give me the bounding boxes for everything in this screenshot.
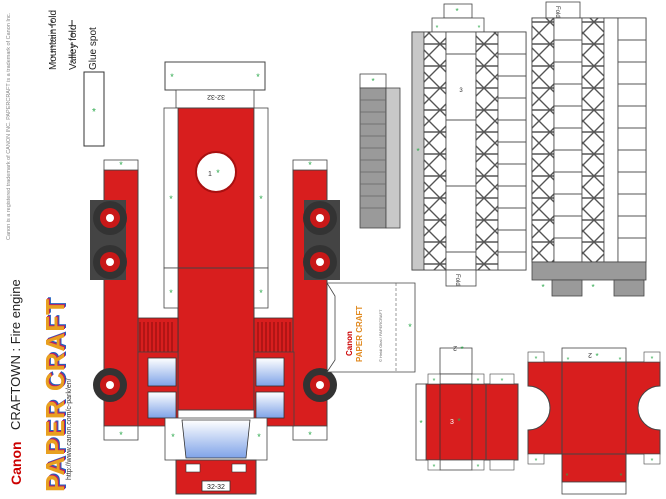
ladder-net-1: Fold * * * * 3 (411, 3, 527, 287)
legend-glue-mark: * (92, 107, 96, 118)
glue-mark: * (541, 283, 544, 292)
sticker-canon: Canon (345, 331, 354, 356)
sticker-papercraft: PAPER CRAFT (355, 306, 364, 362)
glue-mark: * (433, 464, 436, 471)
glue-mark: * (119, 160, 123, 170)
fold-label: Fold (454, 274, 460, 286)
glue-mark: * (535, 356, 538, 363)
glue-mark: * (419, 419, 422, 428)
glue-mark: * (535, 458, 538, 465)
ladder-net-2: Fold * * (531, 1, 647, 297)
glue-mark: * (408, 322, 412, 332)
glue-mark: * (478, 25, 481, 32)
glue-mark: * (308, 430, 312, 440)
glue-mark: * (169, 194, 173, 204)
glue-mark: * (436, 25, 439, 32)
part-number-1: 1 (208, 171, 212, 178)
fire-engine-body-net: * * * * * * * * * * * * 1 * 32-32 32-32 (90, 61, 340, 495)
glue-mark: * (259, 194, 263, 204)
glue-mark: * (619, 357, 622, 364)
part-number-2: 2 (588, 351, 592, 358)
glue-mark: * (371, 77, 374, 86)
glue-mark: * (171, 432, 175, 442)
sticker-tag: * Canon PAPER CRAFT © Heidi Okai / PAPER… (326, 282, 416, 373)
glue-mark: * (433, 378, 436, 385)
glue-mark: * (257, 432, 261, 442)
glue-mark: * (620, 473, 623, 480)
glue-mark: * (651, 356, 654, 363)
glue-mark: * (170, 72, 174, 82)
part-number-3: 3 (450, 419, 454, 426)
fold-label: Fold (554, 6, 560, 18)
glue-mark: * (477, 464, 480, 471)
wheel-group (90, 200, 340, 402)
glue-mark: * (457, 417, 460, 426)
glue-mark: * (216, 168, 220, 178)
rear-plate: 32-32 (207, 93, 225, 100)
glue-mark: * (416, 147, 419, 156)
glue-mark: * (651, 458, 654, 465)
glue-mark: * (169, 288, 173, 298)
glue-mark: * (595, 352, 598, 361)
glue-mark: * (501, 378, 504, 385)
glue-mark: * (591, 283, 594, 292)
cab-roof-net: 2 * * * * * * * * * (527, 347, 661, 495)
glue-mark: * (455, 7, 458, 16)
sticker-copyright: © Heidi Okai / PAPERCRAFT (378, 309, 383, 362)
grey-ladder-base: * (359, 73, 401, 229)
glue-mark: * (308, 160, 312, 170)
red-box-net: 2 * 3 * * * * * * * (415, 344, 519, 471)
glue-mark: * (259, 288, 263, 298)
front-plate: 32-32 (207, 484, 225, 491)
glue-mark: * (567, 357, 570, 364)
glue-mark: * (119, 430, 123, 440)
glue-mark: * (460, 345, 463, 354)
glue-mark: * (256, 72, 260, 82)
glue-mark: * (566, 473, 569, 480)
legend-lines: * (51, 20, 105, 147)
glue-mark: * (477, 378, 480, 385)
part-number-3: 3 (459, 88, 463, 94)
part-number-2: 2 (453, 344, 457, 351)
